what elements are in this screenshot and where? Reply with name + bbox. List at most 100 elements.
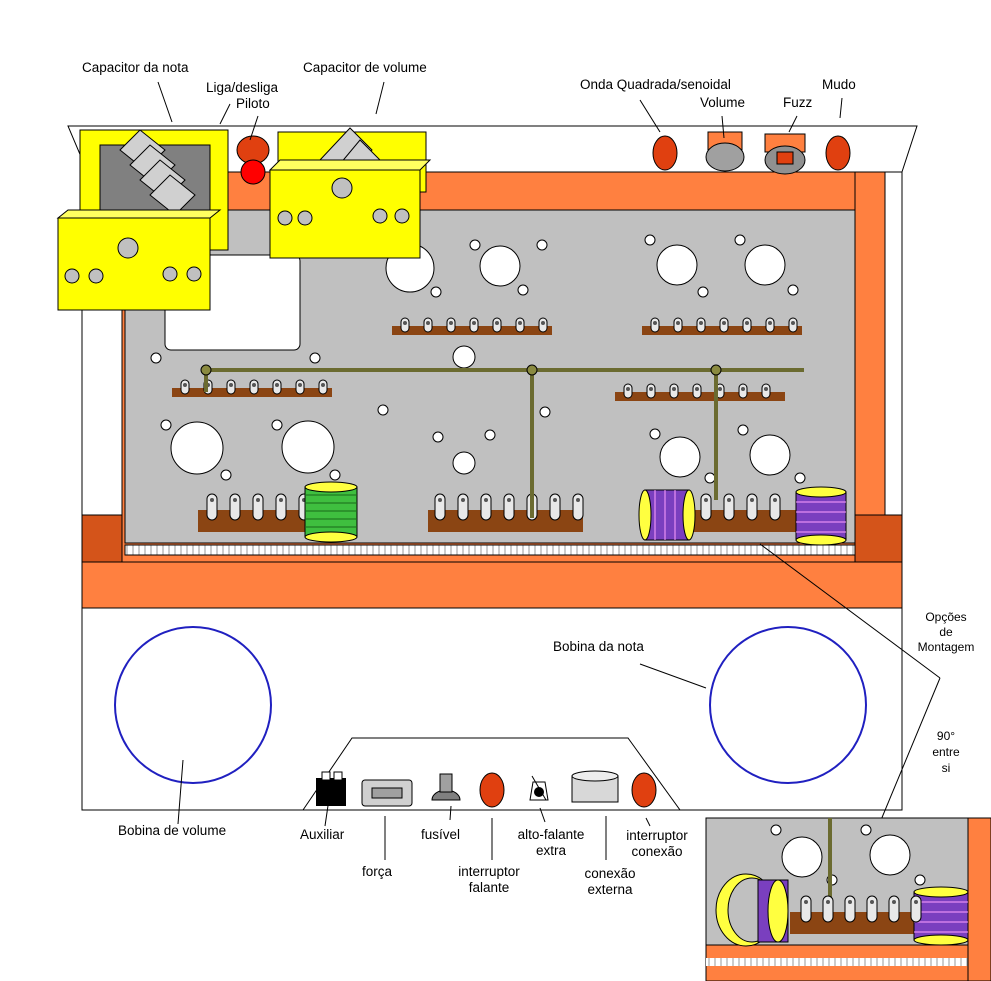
terminal-lug <box>503 493 515 521</box>
label-ninety-line1: 90° <box>936 729 956 743</box>
right-side-edge <box>884 171 903 563</box>
lug-hole <box>541 321 545 325</box>
lug-hole <box>914 900 918 904</box>
power-connector <box>361 779 413 807</box>
label-mounting-options-line1: Opções <box>925 610 967 624</box>
label-note-coil: Bobina da nota <box>553 639 644 654</box>
terminal-lug <box>800 895 812 923</box>
purple-coil-horizontal <box>638 489 696 541</box>
lug-hole <box>695 387 699 391</box>
note-coil-outline <box>709 626 867 784</box>
lug-hole <box>741 387 745 391</box>
lug-hole <box>676 321 680 325</box>
terminal-lug <box>700 493 712 521</box>
lug-hole <box>704 498 708 502</box>
lug-hole <box>507 498 511 502</box>
label-on-off: Liga/desliga <box>206 80 279 95</box>
lug-hole <box>672 387 676 391</box>
front-lip <box>81 561 903 609</box>
label-mute: Mudo <box>822 77 856 92</box>
label-mounting-options-line3: Montagem <box>917 640 975 654</box>
label-ninety-line2: entre <box>932 745 960 759</box>
lug-hole <box>183 383 187 387</box>
label-connection-switch-line2: conexão <box>631 844 683 859</box>
lug-hole <box>279 498 283 502</box>
label-extra-speaker-line1: alto-falante <box>517 827 585 842</box>
lug-hole <box>745 321 749 325</box>
terminal-lug <box>229 493 241 521</box>
volume-knob <box>705 131 745 172</box>
connection-switch <box>631 772 657 808</box>
lug-hole <box>870 900 874 904</box>
comb-strip <box>124 544 856 556</box>
lug-hole <box>773 498 777 502</box>
right-side-wall <box>854 171 886 563</box>
lug-hole <box>472 321 476 325</box>
label-fuse: fusível <box>421 827 461 842</box>
label-power: força <box>362 864 393 879</box>
lug-hole <box>426 321 430 325</box>
external-connection-jack <box>571 770 619 803</box>
volume-coil-outline <box>114 626 272 784</box>
lug-hole <box>826 900 830 904</box>
terminal-lug <box>822 895 834 923</box>
label-pilot: Piloto <box>236 96 270 111</box>
label-extra-speaker: alto-falante extra <box>518 827 585 859</box>
label-mounting-options: Opções de Montagem <box>918 610 975 655</box>
terminal-lug <box>746 493 758 521</box>
pilot-lamp <box>236 135 270 185</box>
terminal-lug <box>723 493 735 521</box>
terminal-lug <box>480 493 492 521</box>
inset-terminal-lugs <box>800 895 922 923</box>
label-mounting-options-line2: de <box>939 625 953 639</box>
label-speaker-switch: interruptor falante <box>458 864 520 896</box>
square-sine-switch <box>652 135 678 171</box>
lug-hole <box>210 498 214 502</box>
label-connection-switch-line1: interruptor <box>626 828 688 843</box>
left-corner-bracket <box>81 514 123 563</box>
purple-coil-vertical <box>795 486 847 546</box>
lug-hole <box>727 498 731 502</box>
lug-hole <box>576 498 580 502</box>
lug-hole <box>256 498 260 502</box>
lug-hole <box>495 321 499 325</box>
inset-mounting-option <box>705 817 991 981</box>
lug-hole <box>750 498 754 502</box>
label-external-connection-line2: externa <box>587 882 633 897</box>
right-corner-bracket <box>854 514 903 563</box>
lug-hole <box>804 900 808 904</box>
lug-hole <box>626 387 630 391</box>
lug-hole <box>518 321 522 325</box>
lug-hole <box>449 321 453 325</box>
auxiliary-jack <box>316 771 346 806</box>
wire-junctions <box>200 364 722 376</box>
label-volume: Volume <box>700 95 746 110</box>
terminal-lug <box>275 493 287 521</box>
lug-hole <box>649 387 653 391</box>
lug-hole <box>321 383 325 387</box>
terminal-lug <box>572 493 584 521</box>
terminal-lug <box>206 493 218 521</box>
label-volume-coil: Bobina de volume <box>118 823 227 838</box>
lug-hole <box>892 900 896 904</box>
terminal-lug <box>252 493 264 521</box>
terminal-lug <box>549 493 561 521</box>
lug-hole <box>791 321 795 325</box>
lug-hole <box>298 383 302 387</box>
label-fuzz: Fuzz <box>783 95 813 110</box>
terminal-lug <box>910 895 922 923</box>
fuzz-knob <box>764 133 806 175</box>
lug-hole <box>699 321 703 325</box>
extra-speaker-jack <box>529 775 549 801</box>
label-external-connection: conexão externa <box>584 866 635 898</box>
lug-hole <box>764 387 768 391</box>
plate-holes <box>150 234 806 484</box>
lug-hole <box>553 498 557 502</box>
fuse-holder <box>431 773 461 801</box>
label-speaker-switch-line1: interruptor <box>458 864 520 879</box>
label-square-sine-wave: Onda Quadrada/senoidal <box>580 77 731 92</box>
terminal-lug <box>457 493 469 521</box>
lug-hole <box>275 383 279 387</box>
lug-hole <box>653 321 657 325</box>
lug-hole <box>252 383 256 387</box>
